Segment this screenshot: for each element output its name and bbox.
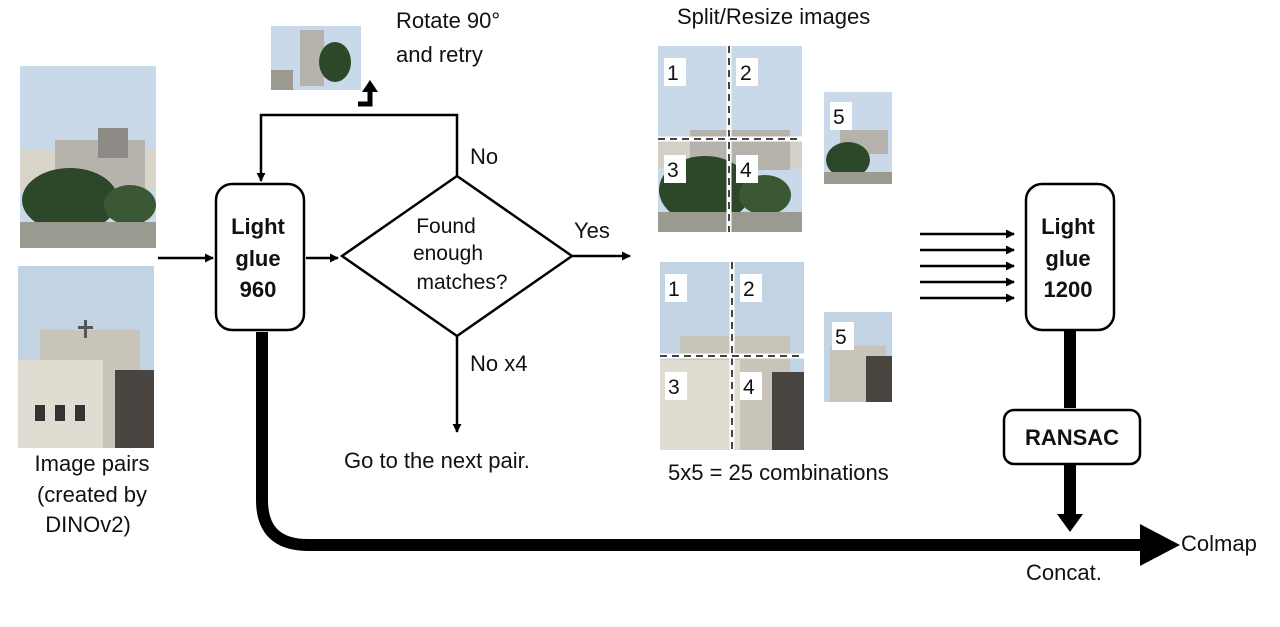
tile-top-1: 1	[667, 62, 679, 85]
image-pairs-label-3: DINOv2)	[45, 512, 131, 537]
tile-bottom-4: 4	[743, 376, 755, 399]
rotated-image-thumbnail	[271, 26, 361, 90]
combinations-label: 5x5 = 25 combinations	[668, 460, 889, 485]
ransac-label: RANSAC	[1025, 425, 1119, 450]
lightglue-1200-line2: glue	[1045, 246, 1090, 271]
lightglue-1200-line1: Light	[1041, 214, 1095, 239]
colmap-arrowhead	[1140, 524, 1180, 566]
rotate-label-2: and retry	[396, 42, 483, 67]
tile-top-2: 2	[740, 62, 752, 85]
tile-top-3: 3	[667, 159, 679, 182]
resized-image-bottom	[824, 312, 892, 402]
no-x4-label: No x4	[470, 351, 527, 376]
lightglue-1200-box	[1024, 182, 1116, 332]
input-image-bottom	[18, 266, 154, 448]
next-pair-label: Go to the next pair.	[344, 448, 530, 473]
tile-bottom-5: 5	[835, 326, 847, 349]
lightglue-960-box	[214, 182, 306, 332]
rotate-arrowhead	[362, 80, 378, 92]
parallel-arrows	[920, 229, 1015, 303]
rotate-label-1: Rotate 90°	[396, 8, 500, 33]
yes-label: Yes	[574, 218, 610, 243]
image-pairs-label-2: (created by	[37, 482, 147, 507]
tile-top-4: 4	[740, 159, 752, 182]
decision-line2: enough	[413, 242, 483, 265]
input-image-top	[20, 66, 156, 248]
rotate-bent-arrow	[358, 90, 373, 107]
tile-top-5: 5	[833, 106, 845, 129]
split-image-bottom	[660, 262, 804, 450]
arrow-no-loop	[256, 113, 459, 182]
ransac-down-arrowhead	[1057, 514, 1083, 532]
tile-bottom-1: 1	[668, 278, 680, 301]
lightglue-960-line2: glue	[235, 246, 280, 271]
image-pairs-label-1: Image pairs	[35, 451, 150, 476]
main-path-to-colmap	[256, 332, 1142, 551]
decision-line1: Found	[416, 215, 476, 238]
lightglue-960-line1: Light	[231, 214, 285, 239]
colmap-label: Colmap	[1181, 531, 1257, 556]
no-label: No	[470, 144, 498, 169]
lightglue-960-line3: 960	[240, 277, 277, 302]
decision-line3: matches?	[416, 271, 507, 294]
tile-bottom-3: 3	[668, 376, 680, 399]
concat-label: Concat.	[1026, 560, 1102, 585]
split-resize-label: Split/Resize images	[677, 4, 870, 29]
tile-bottom-2: 2	[743, 278, 755, 301]
lightglue-1200-line3: 1200	[1044, 277, 1093, 302]
ransac-box	[1002, 408, 1142, 466]
